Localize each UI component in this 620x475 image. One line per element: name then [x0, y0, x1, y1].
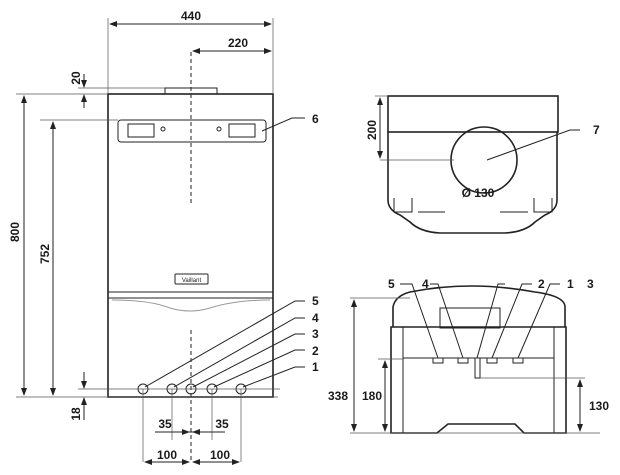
callout-6: 6 — [312, 112, 319, 126]
dim-total-depth: 338 — [328, 389, 348, 403]
bottom-connection-5 — [432, 357, 444, 364]
bottom-callout-4: 4 — [422, 277, 429, 291]
callout-7: 7 — [593, 123, 600, 137]
bottom-callout-5: 5 — [388, 277, 395, 291]
bottom-connection-3 — [474, 358, 481, 379]
flue-opening — [450, 126, 518, 194]
callout-5: 5 — [312, 294, 319, 308]
dim-bracket-height: 752 — [38, 244, 52, 264]
dim-depth: 200 — [365, 120, 379, 140]
dim-spacing-right-35: 35 — [215, 417, 229, 431]
bottom-callout-2: 2 — [538, 277, 545, 291]
bottom-body — [390, 326, 567, 434]
mounting-bracket — [117, 119, 267, 143]
bottom-callout-1: 1 — [567, 277, 574, 291]
control-box — [439, 307, 501, 329]
bottom-cover — [392, 285, 566, 327]
bottom-connection-4 — [457, 357, 469, 364]
dim-top-offset: 20 — [69, 71, 83, 85]
dim-spacing-left-35: 35 — [158, 417, 172, 431]
bottom-connection-2 — [486, 357, 498, 364]
callout-2: 2 — [312, 344, 319, 358]
callout-1: 1 — [312, 360, 319, 374]
dim-right-depth: 130 — [589, 399, 609, 413]
bottom-view: 338 180 130 5 4 2 1 3 — [328, 277, 609, 434]
logo-text: Vaillant — [182, 278, 202, 284]
bottom-connection-1 — [512, 357, 524, 364]
top-housing — [387, 95, 559, 133]
callout-3: 3 — [312, 327, 319, 341]
callout-4: 4 — [312, 311, 319, 325]
dim-height: 800 — [8, 222, 22, 242]
dim-width: 440 — [181, 9, 201, 23]
front-view: Vaillant 440 220 20 800 752 — [8, 9, 319, 465]
bottom-callout-3: 3 — [587, 277, 594, 291]
dim-half-width: 220 — [228, 36, 248, 50]
dim-flue-diameter: Ø 130 — [462, 186, 495, 200]
vaillant-logo — [174, 273, 209, 285]
dim-spacing-right-100: 100 — [210, 448, 230, 462]
bottom-connections — [432, 357, 524, 379]
top-view: 200 Ø 130 7 — [365, 95, 600, 234]
dim-bottom-offset: 18 — [69, 407, 83, 421]
dim-connection-depth: 180 — [362, 389, 382, 403]
dim-spacing-left-100: 100 — [157, 448, 177, 462]
top-body-outline — [387, 132, 558, 234]
front-panel-curve — [111, 299, 271, 312]
